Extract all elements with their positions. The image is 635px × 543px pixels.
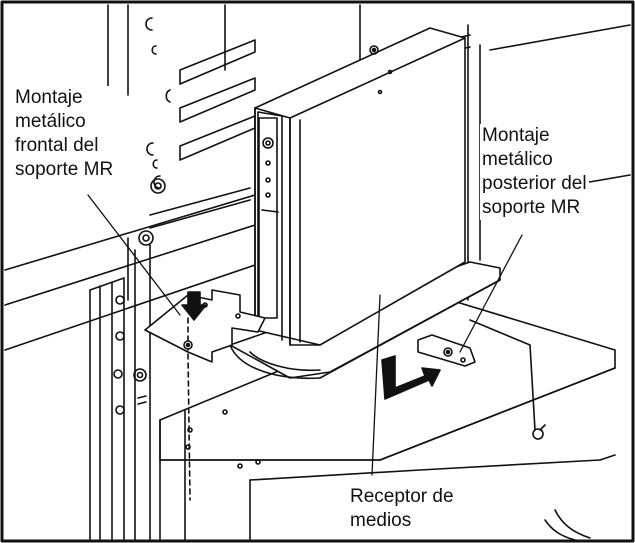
cable <box>544 509 591 541</box>
rack-slots <box>165 39 256 161</box>
media-receiver-unit <box>254 27 466 346</box>
rear-bracket <box>417 334 476 367</box>
callout-line: metálico <box>482 149 553 170</box>
left-posts <box>89 237 151 541</box>
wall-screws <box>138 17 166 246</box>
front-bracket-down-arrow <box>181 291 207 321</box>
slide-arrow <box>381 355 441 400</box>
callout-line: metálico <box>15 111 86 132</box>
callout-rear-bracket: Montaje metálico posterior del soporte M… <box>480 124 589 220</box>
callout-line: soporte MR <box>482 197 581 218</box>
callout-line: Montaje <box>482 125 550 146</box>
callout-line: posterior del <box>482 173 587 194</box>
callout-receiver: Receptor de medios <box>348 485 456 533</box>
callout-line: frontal del <box>15 135 99 156</box>
callout-front-bracket: Montaje metálico frontal del soporte MR <box>13 86 116 182</box>
callout-line: medios <box>350 510 412 531</box>
callout-line: Receptor de <box>350 486 454 507</box>
leader-lines <box>87 194 523 476</box>
callout-line: soporte MR <box>15 159 114 180</box>
callout-line: Montaje <box>15 87 83 108</box>
